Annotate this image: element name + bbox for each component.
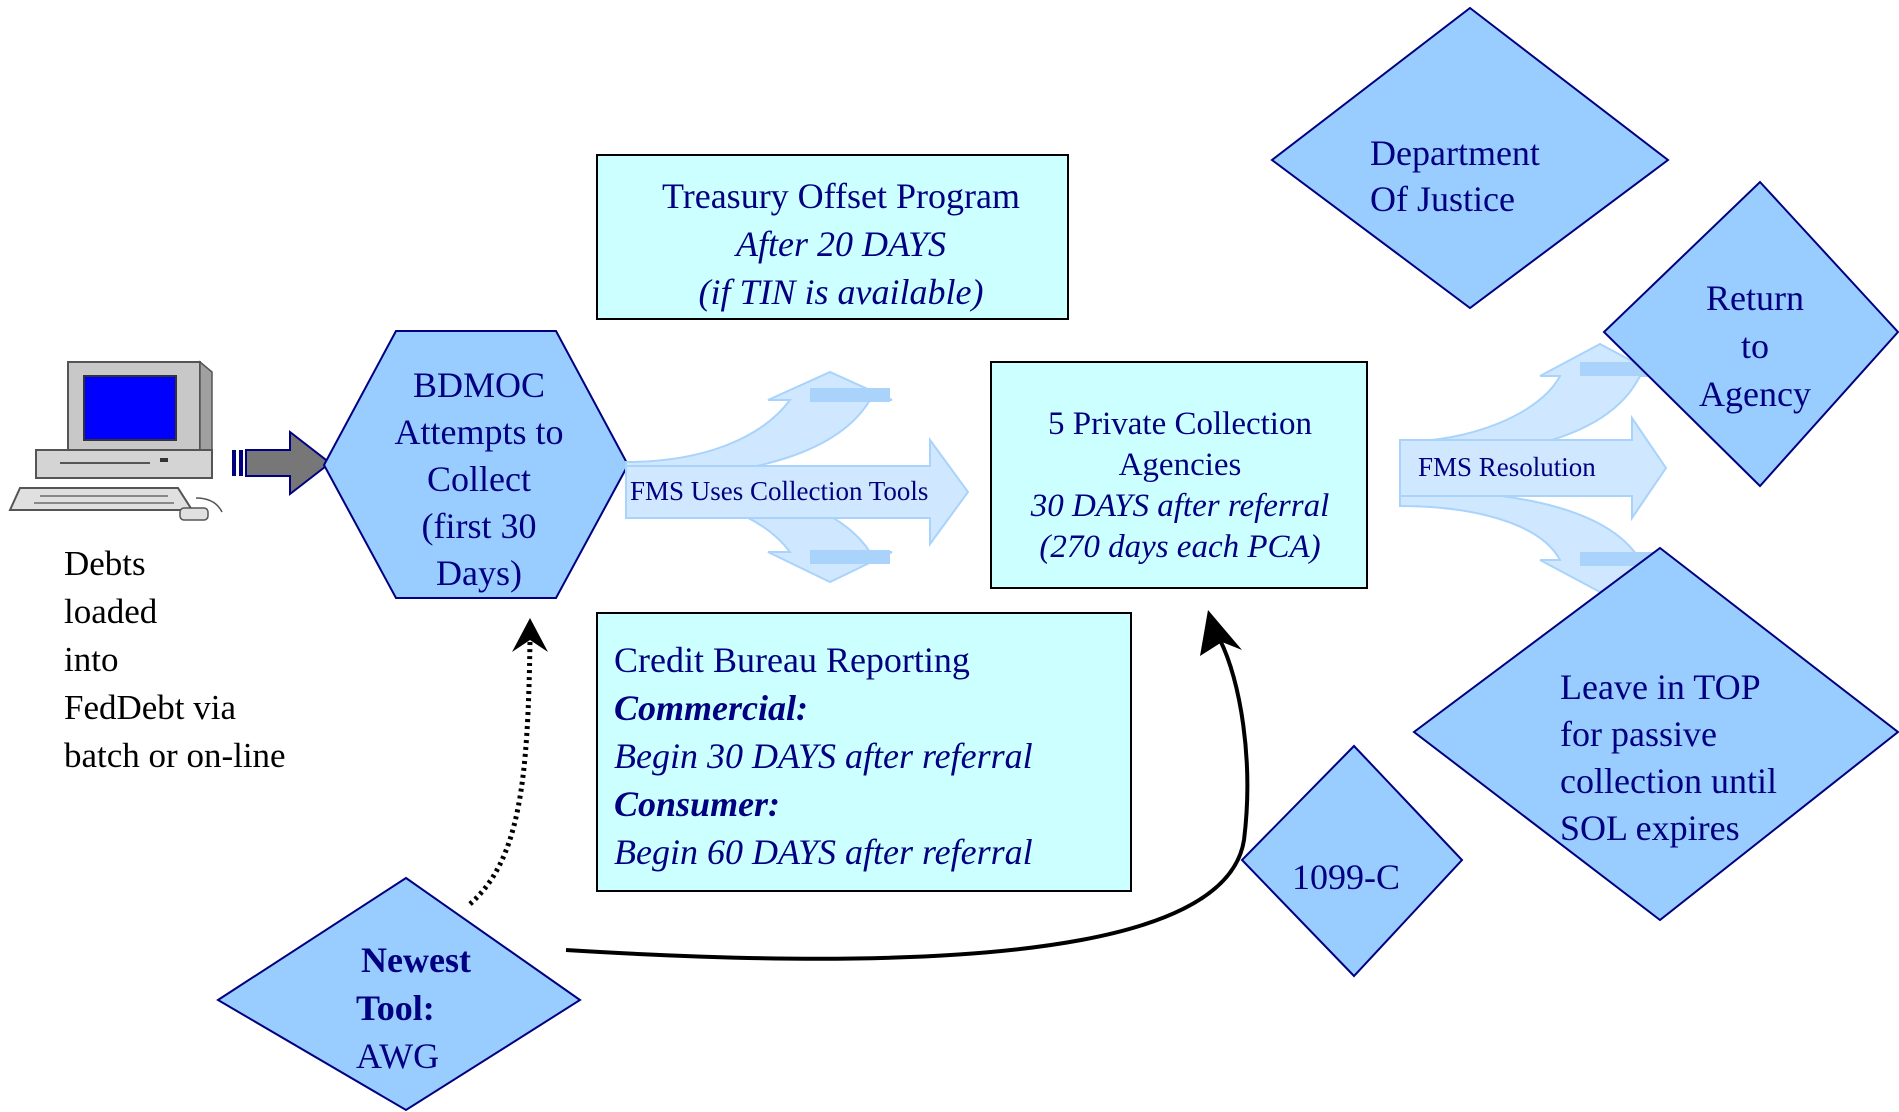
return-agency-diamond: [1602, 180, 1899, 488]
consumer-label: Consumer:: [614, 784, 781, 824]
bdmoc-line: BDMOC: [412, 365, 546, 405]
source-caption-line: into: [64, 640, 119, 679]
bdmoc-label: BDMOC Attempts to Collect (first 30 Days…: [334, 362, 624, 597]
solid-arrow-head-icon: [1200, 610, 1242, 656]
credit-bureau-text: Credit Bureau Reporting Commercial: Begi…: [614, 636, 1033, 876]
form-1099c-text: 1099-C: [1292, 857, 1400, 897]
treasury-offset-text: Treasury Offset Program After 20 DAYS (i…: [606, 172, 1076, 316]
bdmoc-line: Days): [436, 553, 522, 593]
leave-top-line: Leave in TOP: [1560, 667, 1761, 707]
newest-tool-line: Tool:: [356, 988, 435, 1028]
newest-tool-diamond: [216, 876, 582, 1112]
fms-resolution-arrows: [1399, 342, 1668, 594]
bdmoc-line: Collect: [427, 459, 531, 499]
source-caption-line: FedDebt via: [64, 688, 237, 727]
leave-top-text: Leave in TOP for passive collection unti…: [1560, 664, 1777, 852]
commercial-text: Begin 30 DAYS after referral: [614, 736, 1033, 776]
pca-text: 5 Private Collection Agencies 30 DAYS af…: [996, 404, 1364, 568]
newest-tool-text: Newest Tool: AWG: [326, 936, 506, 1080]
dotted-arrow-head-icon: [512, 618, 548, 652]
fms-tools-label: FMS Uses Collection Tools: [630, 476, 929, 506]
doj-text: Department Of Justice: [1370, 130, 1540, 222]
return-agency-line: Return: [1706, 278, 1804, 318]
pca-referral: 30 DAYS after referral: [1030, 488, 1330, 524]
credit-bureau-title: Credit Bureau Reporting: [614, 640, 970, 680]
treasury-offset-title: Treasury Offset Program: [662, 176, 1020, 216]
return-agency-line: to: [1740, 326, 1769, 366]
leave-top-line: collection until: [1560, 761, 1777, 801]
fms-resolution-label: FMS Resolution: [1418, 452, 1596, 482]
return-agency-line: Agency: [1699, 374, 1811, 414]
leave-top-line: for passive: [1560, 714, 1717, 754]
awg-to-bdmoc-dotted-arrow: [468, 639, 533, 906]
doj-line: Of Justice: [1370, 179, 1515, 219]
form-1099c-diamond: [1240, 744, 1464, 978]
awg-to-pca-solid-arrow: [565, 639, 1250, 961]
desktop-computer-icon: [8, 360, 223, 521]
commercial-label: Commercial:: [614, 688, 808, 728]
pca-line: 5 Private Collection: [1048, 406, 1312, 442]
source-caption-line: loaded: [64, 592, 158, 631]
return-agency-text: Return to Agency: [1680, 274, 1830, 418]
credit-bureau-box: [596, 612, 1132, 892]
treasury-offset-box: [596, 154, 1069, 320]
treasury-offset-tin: (if TIN is available): [698, 272, 984, 312]
bdmoc-line: (first 30: [421, 506, 537, 546]
treasury-offset-days: After 20 DAYS: [735, 224, 946, 264]
bdmoc-hexagon: [322, 330, 630, 599]
collection-tools-arrows: [625, 370, 970, 584]
pca-line: Agencies: [1118, 447, 1242, 483]
input-arrow: [232, 429, 332, 497]
leave-top-diamond: [1412, 546, 1899, 922]
source-caption: Debts loaded into FedDebt via batch or o…: [64, 540, 286, 780]
newest-tool-line: Newest: [361, 940, 471, 980]
leave-top-line: SOL expires: [1560, 808, 1740, 848]
source-caption-line: batch or on-line: [64, 736, 286, 775]
pca-box: [990, 361, 1368, 589]
pca-duration: (270 days each PCA): [1039, 529, 1321, 565]
doj-diamond: [1270, 6, 1670, 310]
doj-line: Department: [1370, 133, 1540, 173]
newest-tool-awg: AWG: [356, 1036, 440, 1076]
bdmoc-line: Attempts to: [394, 412, 564, 452]
source-caption-line: Debts: [64, 544, 146, 583]
consumer-text: Begin 60 DAYS after referral: [614, 832, 1033, 872]
